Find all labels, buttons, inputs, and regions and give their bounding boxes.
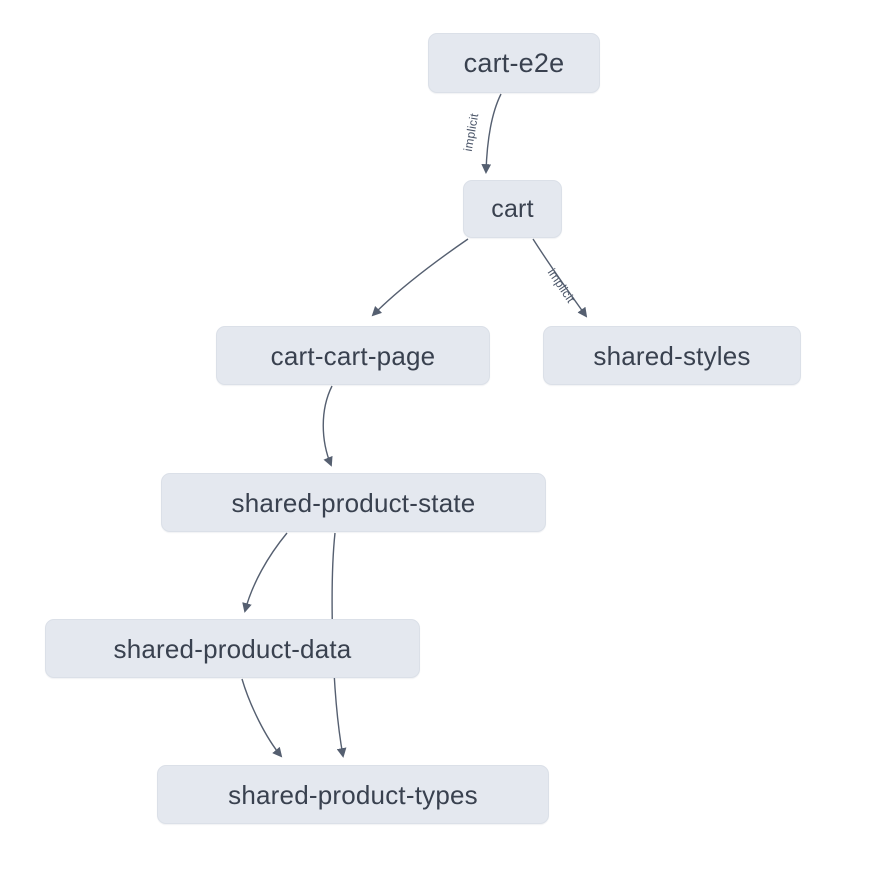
graph-edge-shared-product-state__shared-product-data	[242, 532, 288, 613]
graph-node-label: cart-e2e	[463, 47, 565, 78]
graph-node-label: cart	[491, 194, 534, 223]
graph-node-cart[interactable]: cart	[463, 180, 562, 238]
graph-edge-cart__cart-cart-page	[371, 238, 469, 317]
graph-node-shared-product-state[interactable]: shared-product-state	[161, 473, 546, 532]
graph-node-label: shared-styles	[593, 340, 751, 371]
graph-node-label: shared-product-data	[113, 633, 352, 664]
graph-edge-label-cart-e2e__cart: implicit	[461, 112, 482, 153]
graph-node-shared-product-types[interactable]: shared-product-types	[157, 765, 549, 824]
graph-edge-cart-e2e__cart	[481, 93, 502, 174]
graph-node-label: shared-product-types	[228, 779, 478, 810]
graph-edge-shared-product-data__shared-product-types	[241, 678, 283, 758]
graph-edge-cart__shared-styles	[532, 238, 588, 318]
graph-node-shared-product-data[interactable]: shared-product-data	[45, 619, 420, 678]
graph-node-cart-e2e[interactable]: cart-e2e	[428, 33, 600, 93]
graph-edge-label-cart__shared-styles: implicit	[545, 266, 578, 306]
graph-node-label: shared-product-state	[231, 487, 476, 518]
graph-node-shared-styles[interactable]: shared-styles	[543, 326, 801, 385]
graph-edge-cart-cart-page__shared-product-state	[322, 385, 333, 467]
graph-node-cart-cart-page[interactable]: cart-cart-page	[216, 326, 490, 385]
graph-node-label: cart-cart-page	[270, 340, 436, 371]
